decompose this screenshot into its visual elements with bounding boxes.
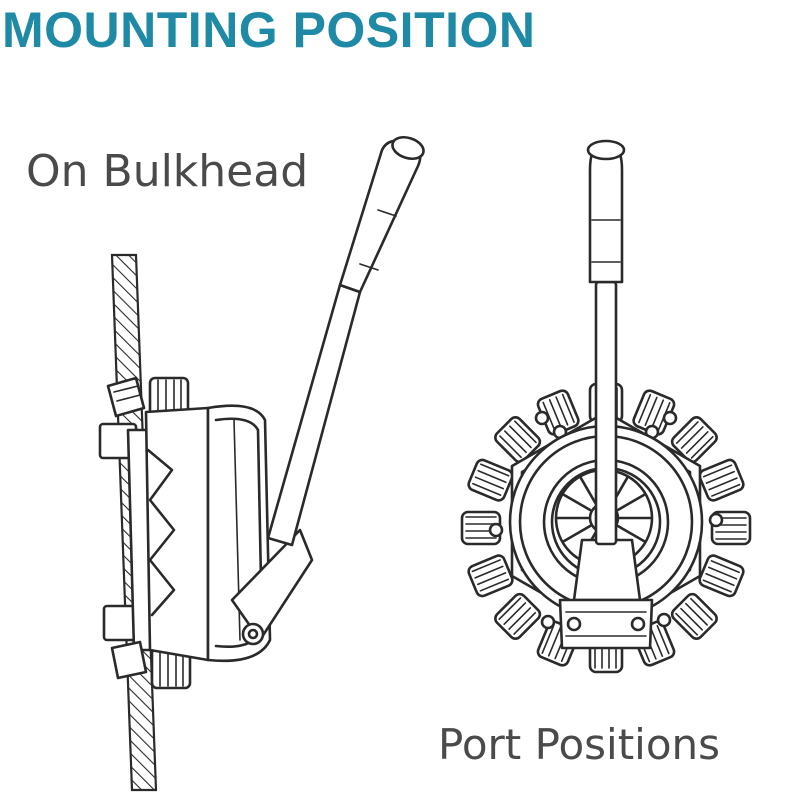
port-fitting bbox=[494, 416, 542, 464]
bolt-holes bbox=[488, 410, 724, 630]
diaphragm-spoke bbox=[562, 493, 592, 512]
front-lever-bracket bbox=[558, 538, 654, 650]
upper-port-fitting bbox=[106, 376, 190, 418]
port-fitting bbox=[670, 416, 718, 464]
front-lever-handle bbox=[586, 139, 626, 546]
page-title: MOUNTING POSITION bbox=[2, 2, 536, 58]
port-positions-front-view bbox=[460, 139, 752, 674]
diaphragm-spoke bbox=[616, 524, 646, 543]
diaphragm-spoke bbox=[579, 476, 598, 506]
pump-body bbox=[144, 404, 314, 663]
port-fitting bbox=[460, 510, 502, 546]
port-fitting bbox=[698, 458, 745, 502]
port-positions-label: Port Positions bbox=[438, 720, 721, 769]
diaphragm-spoke bbox=[616, 493, 646, 512]
port-fitting bbox=[467, 458, 514, 502]
diaphragm-spoke bbox=[562, 524, 592, 543]
port-fitting bbox=[670, 592, 718, 640]
on-bulkhead-label: On Bulkhead bbox=[26, 146, 309, 197]
port-fitting bbox=[467, 554, 514, 598]
bulkhead-side-view bbox=[98, 135, 425, 792]
port-fitting bbox=[494, 592, 542, 640]
port-fitting bbox=[698, 554, 745, 598]
lower-port-fitting bbox=[110, 640, 192, 690]
side-lever-handle bbox=[266, 135, 425, 547]
